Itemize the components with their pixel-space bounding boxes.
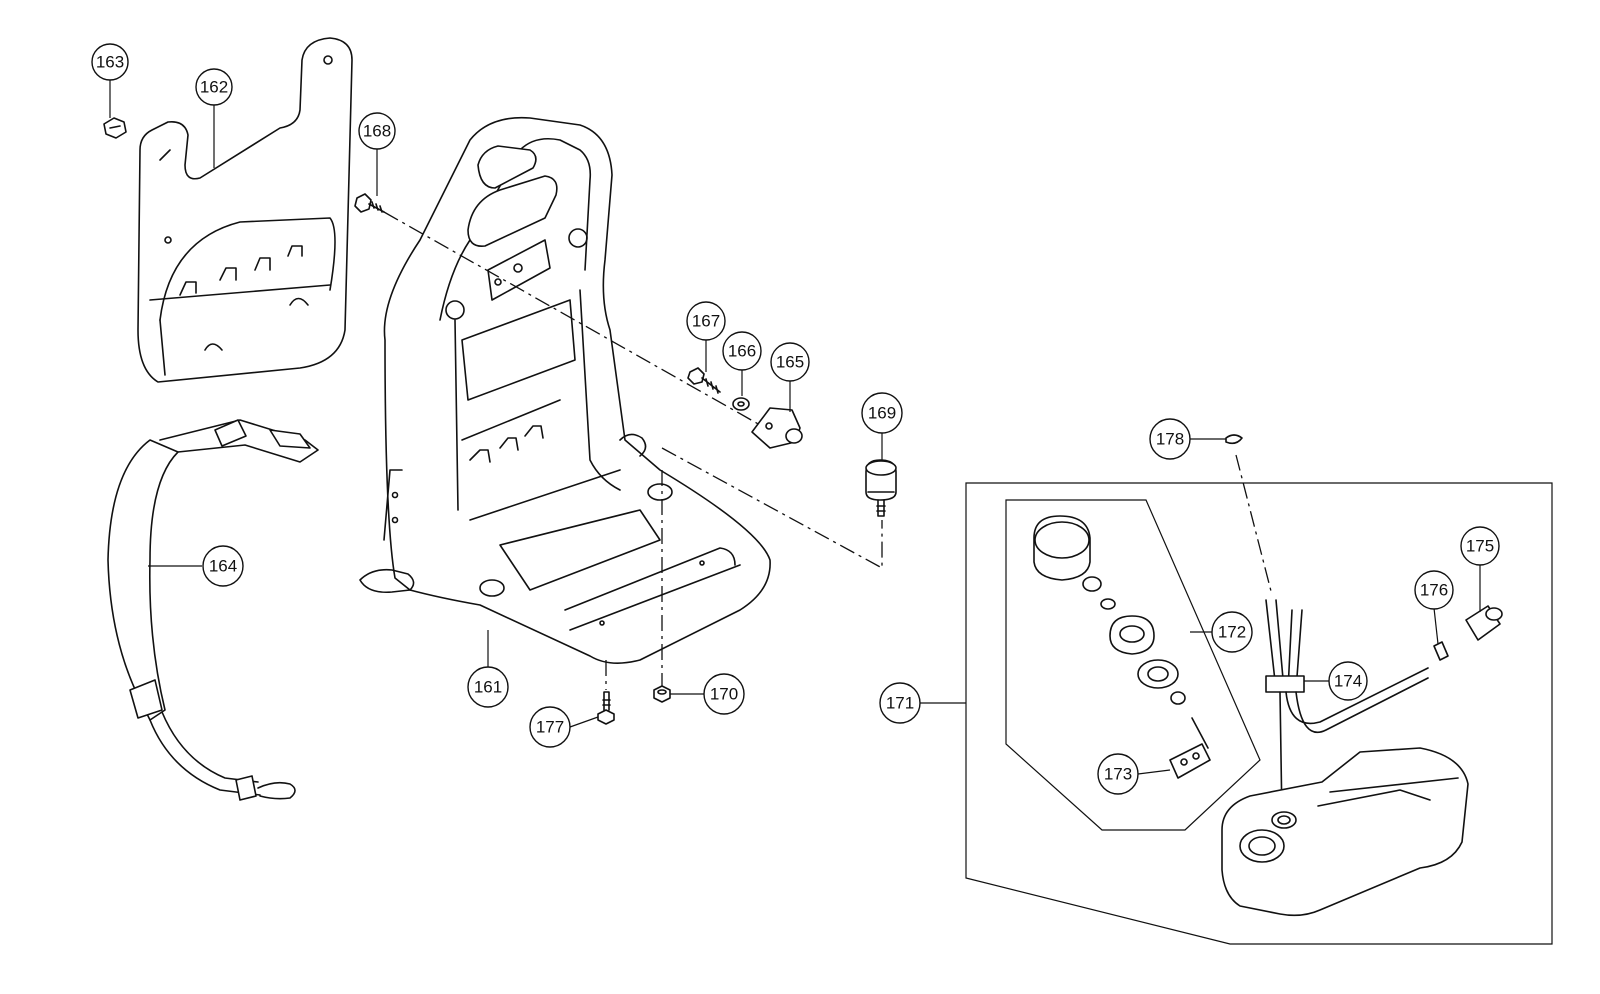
fuel-filter-part-175: [1465, 605, 1503, 641]
filter-tip-part-176: [1433, 641, 1449, 661]
svg-text:166: 166: [728, 342, 756, 361]
nut-part-170: [653, 685, 671, 703]
screw-part-163: [103, 117, 127, 139]
assembly-lines: [383, 211, 1273, 690]
fuel-tank-assembly-box: [965, 482, 1553, 945]
svg-text:162: 162: [200, 78, 228, 97]
callout-172: 172: [1211, 611, 1253, 653]
fuel-cap-parts-172: [1033, 515, 1211, 779]
svg-text:167: 167: [692, 312, 720, 331]
svg-text:168: 168: [363, 122, 391, 141]
callout-175: 175: [1460, 526, 1500, 566]
callout-164: 164: [202, 545, 244, 587]
svg-text:171: 171: [886, 694, 914, 713]
svg-text:164: 164: [209, 557, 237, 576]
callout-169: 169: [861, 392, 903, 434]
screw-part-168: [354, 193, 385, 213]
callout-171: 171: [879, 682, 921, 724]
fuel-hoses-part-174: [1265, 599, 1429, 821]
svg-text:170: 170: [710, 685, 738, 704]
shoulder-strap-part-164: [107, 419, 319, 801]
callout-176: 176: [1414, 570, 1454, 610]
svg-text:173: 173: [1104, 765, 1132, 784]
grommet-part-169: [865, 459, 897, 517]
svg-text:174: 174: [1334, 672, 1362, 691]
svg-text:177: 177: [536, 718, 564, 737]
callout-173: 173: [1097, 753, 1139, 795]
callout-168: 168: [358, 112, 396, 150]
back-cover-part-162: [137, 37, 353, 383]
callout-177: 177: [529, 706, 571, 748]
svg-text:161: 161: [474, 678, 502, 697]
svg-text:175: 175: [1466, 537, 1494, 556]
clip-part-178: [1225, 434, 1243, 445]
screw-part-167: [687, 367, 721, 394]
bolt-part-177: [597, 691, 615, 725]
fuel-tank-body: [1221, 747, 1469, 917]
callout-166: 166: [722, 331, 762, 371]
svg-text:178: 178: [1156, 430, 1184, 449]
svg-text:176: 176: [1420, 581, 1448, 600]
callout-167: 167: [686, 301, 726, 341]
svg-text:172: 172: [1218, 623, 1246, 642]
clip-part-165: [751, 407, 803, 449]
washer-part-166: [732, 397, 750, 411]
svg-text:169: 169: [868, 404, 896, 423]
callout-170: 170: [703, 673, 745, 715]
callout-165: 165: [770, 342, 810, 382]
callout-162: 162: [195, 68, 233, 106]
svg-text:165: 165: [776, 353, 804, 372]
callout-174: 174: [1328, 661, 1368, 701]
leader-lines: [109, 80, 1481, 775]
callout-161: 161: [467, 666, 509, 708]
callout-178: 178: [1149, 418, 1191, 460]
svg-text:163: 163: [96, 53, 124, 72]
backpack-frame-part-161: [359, 116, 771, 664]
callout-163: 163: [91, 43, 129, 81]
